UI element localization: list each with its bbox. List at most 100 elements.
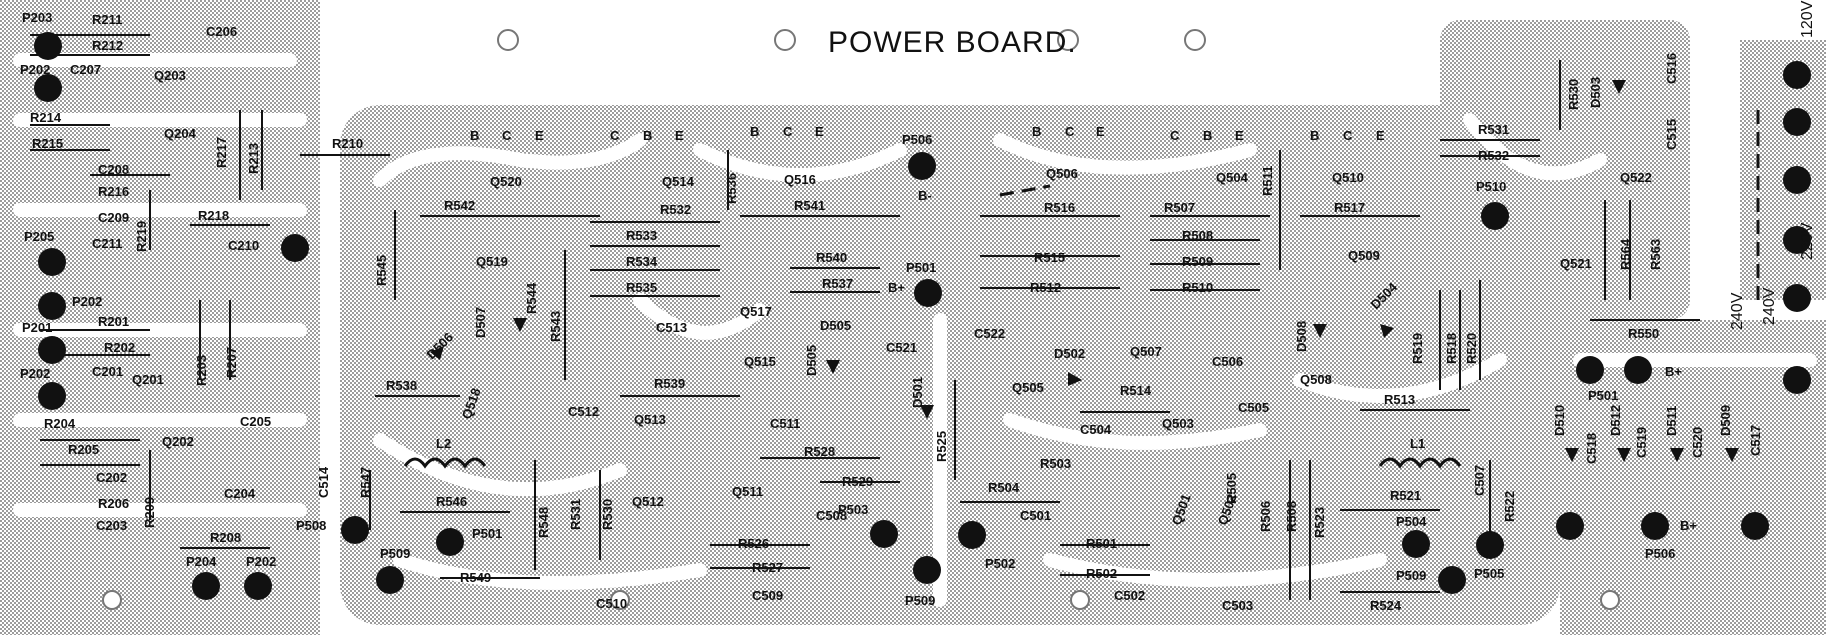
inductor-label: L2 xyxy=(436,436,451,451)
diode-label: D509 xyxy=(1718,405,1733,436)
capacitor-label: C210 xyxy=(228,238,259,253)
board-title: POWER BOARD. xyxy=(828,26,1077,59)
transistor-label: Q204 xyxy=(164,126,197,141)
resistor-label: R504 xyxy=(988,480,1020,495)
transistor-label: Q505 xyxy=(1012,380,1044,395)
resistor-label: R532 xyxy=(660,202,691,217)
pad-label: P504 xyxy=(1396,514,1427,529)
polarity-label: B+ xyxy=(1665,364,1682,379)
resistor-label: R539 xyxy=(654,376,685,391)
capacitor-label: C511 xyxy=(770,416,800,431)
resistor-label: R523 xyxy=(1312,507,1327,538)
pin-label: B xyxy=(1310,128,1319,143)
pad-p205 xyxy=(38,248,66,276)
pad-label: P505 xyxy=(1474,566,1504,581)
resistor-label: R532 xyxy=(1478,148,1509,163)
pin-labels: B C E C B E B C E B C E C B E B C E xyxy=(470,124,1385,143)
resistor-label: R520 xyxy=(1464,333,1479,364)
capacitor-label: C209 xyxy=(98,210,129,225)
transistor-label: Q203 xyxy=(154,68,186,83)
capacitor-labels: C206 C207 C208 C209 C211 C210 C201 C205 … xyxy=(70,24,1763,613)
resistor-label: R529 xyxy=(842,474,873,489)
capacitor-label: C515 xyxy=(1664,119,1679,150)
pad-p504 xyxy=(1402,530,1430,558)
resistor-label: R218 xyxy=(198,208,229,223)
component-lines xyxy=(30,34,1700,600)
resistor-label: R507 xyxy=(1164,200,1195,215)
resistor-label: R537 xyxy=(822,276,853,291)
pad-p202 xyxy=(34,74,62,102)
transistor-label: Q513 xyxy=(634,412,666,427)
resistor-label: R219 xyxy=(134,221,149,252)
transistor-label: Q515 xyxy=(744,354,776,369)
pad-sel-4 xyxy=(1783,226,1811,254)
resistor-label: R524 xyxy=(1370,598,1402,613)
capacitor-label: C517 xyxy=(1748,425,1763,456)
capacitor-label: C502 xyxy=(1114,588,1145,603)
pad-p203 xyxy=(34,32,62,60)
capacitor-label: C522 xyxy=(974,326,1005,341)
polarity-label: B- xyxy=(1675,518,1689,533)
pin-label: E xyxy=(815,124,824,139)
pad-labels: P203 P202 P205 P202 P201 P202 P204 P202 … xyxy=(20,10,1675,608)
transistor-label: Q506 xyxy=(1046,166,1078,181)
trace-gaps xyxy=(13,53,1817,607)
pad-p201 xyxy=(38,336,66,364)
resistor-label: R217 xyxy=(214,137,229,168)
resistor-label: R511 xyxy=(1260,166,1275,196)
voltage-selector-lines xyxy=(999,110,1760,300)
capacitor-label: C205 xyxy=(240,414,271,429)
capacitor-label: C505 xyxy=(1238,400,1269,415)
pin-label: C xyxy=(1343,128,1353,143)
resistor-label: R541 xyxy=(794,198,825,213)
capacitor-label: C509 xyxy=(752,588,783,603)
resistor-label: R515 xyxy=(1034,250,1065,265)
pad-bottom-2 xyxy=(1641,512,1669,540)
capacitor-label: C204 xyxy=(224,486,256,501)
pad-p-unlabeled xyxy=(281,234,309,262)
pin-label: B xyxy=(1203,128,1212,143)
resistor-label: R216 xyxy=(98,184,129,199)
capacitor-label: C513 xyxy=(656,320,687,335)
transistor-label: Q202 xyxy=(162,434,194,449)
pad-p509 xyxy=(1438,566,1466,594)
resistor-label: R205 xyxy=(68,442,99,457)
capacitor-label: C503 xyxy=(1222,598,1253,613)
polarity-label: B+ xyxy=(1680,518,1697,533)
resistor-label: R215 xyxy=(32,136,63,151)
resistor-label: R212 xyxy=(92,38,123,53)
transistor-label: Q503 xyxy=(1162,416,1194,431)
pad-label: P203 xyxy=(22,10,52,25)
resistor-label: R550 xyxy=(1628,326,1659,341)
resistor-label: R549 xyxy=(460,570,491,585)
diode-label: D511 xyxy=(1664,406,1679,436)
resistor-label: R503 xyxy=(1040,456,1071,471)
resistor-label: R202 xyxy=(104,340,135,355)
pad-p501 xyxy=(436,528,464,556)
pad-sel-3 xyxy=(1783,166,1811,194)
transistor-label: Q201 xyxy=(132,372,164,387)
pad-p202 xyxy=(244,572,272,600)
resistor-label: R209 xyxy=(142,497,157,528)
resistor-label: R528 xyxy=(804,444,835,459)
capacitor-label: C510 xyxy=(596,596,627,611)
resistor-label: R517 xyxy=(1334,200,1365,215)
resistor-label: R512 xyxy=(1030,280,1061,295)
resistor-label: R204 xyxy=(44,416,76,431)
resistor-label: R548 xyxy=(536,507,551,538)
capacitor-label: C507 xyxy=(1472,465,1487,496)
resistor-label: R547 xyxy=(358,467,373,498)
resistor-label: R563 xyxy=(1648,239,1663,270)
pad-label: P510 xyxy=(1476,179,1506,194)
pad-p502 xyxy=(958,521,986,549)
capacitor-label: C508 xyxy=(816,508,847,523)
diode-label: D507 xyxy=(473,307,488,338)
pad-label: P202 xyxy=(246,554,276,569)
resistor-label: R564 xyxy=(1618,238,1633,270)
pad-p503 xyxy=(870,520,898,548)
resistor-label: R208 xyxy=(210,530,241,545)
diode-label: D503 xyxy=(1588,77,1603,108)
transistor-label: Q516 xyxy=(784,172,816,187)
polarity-label: B- xyxy=(918,188,932,203)
